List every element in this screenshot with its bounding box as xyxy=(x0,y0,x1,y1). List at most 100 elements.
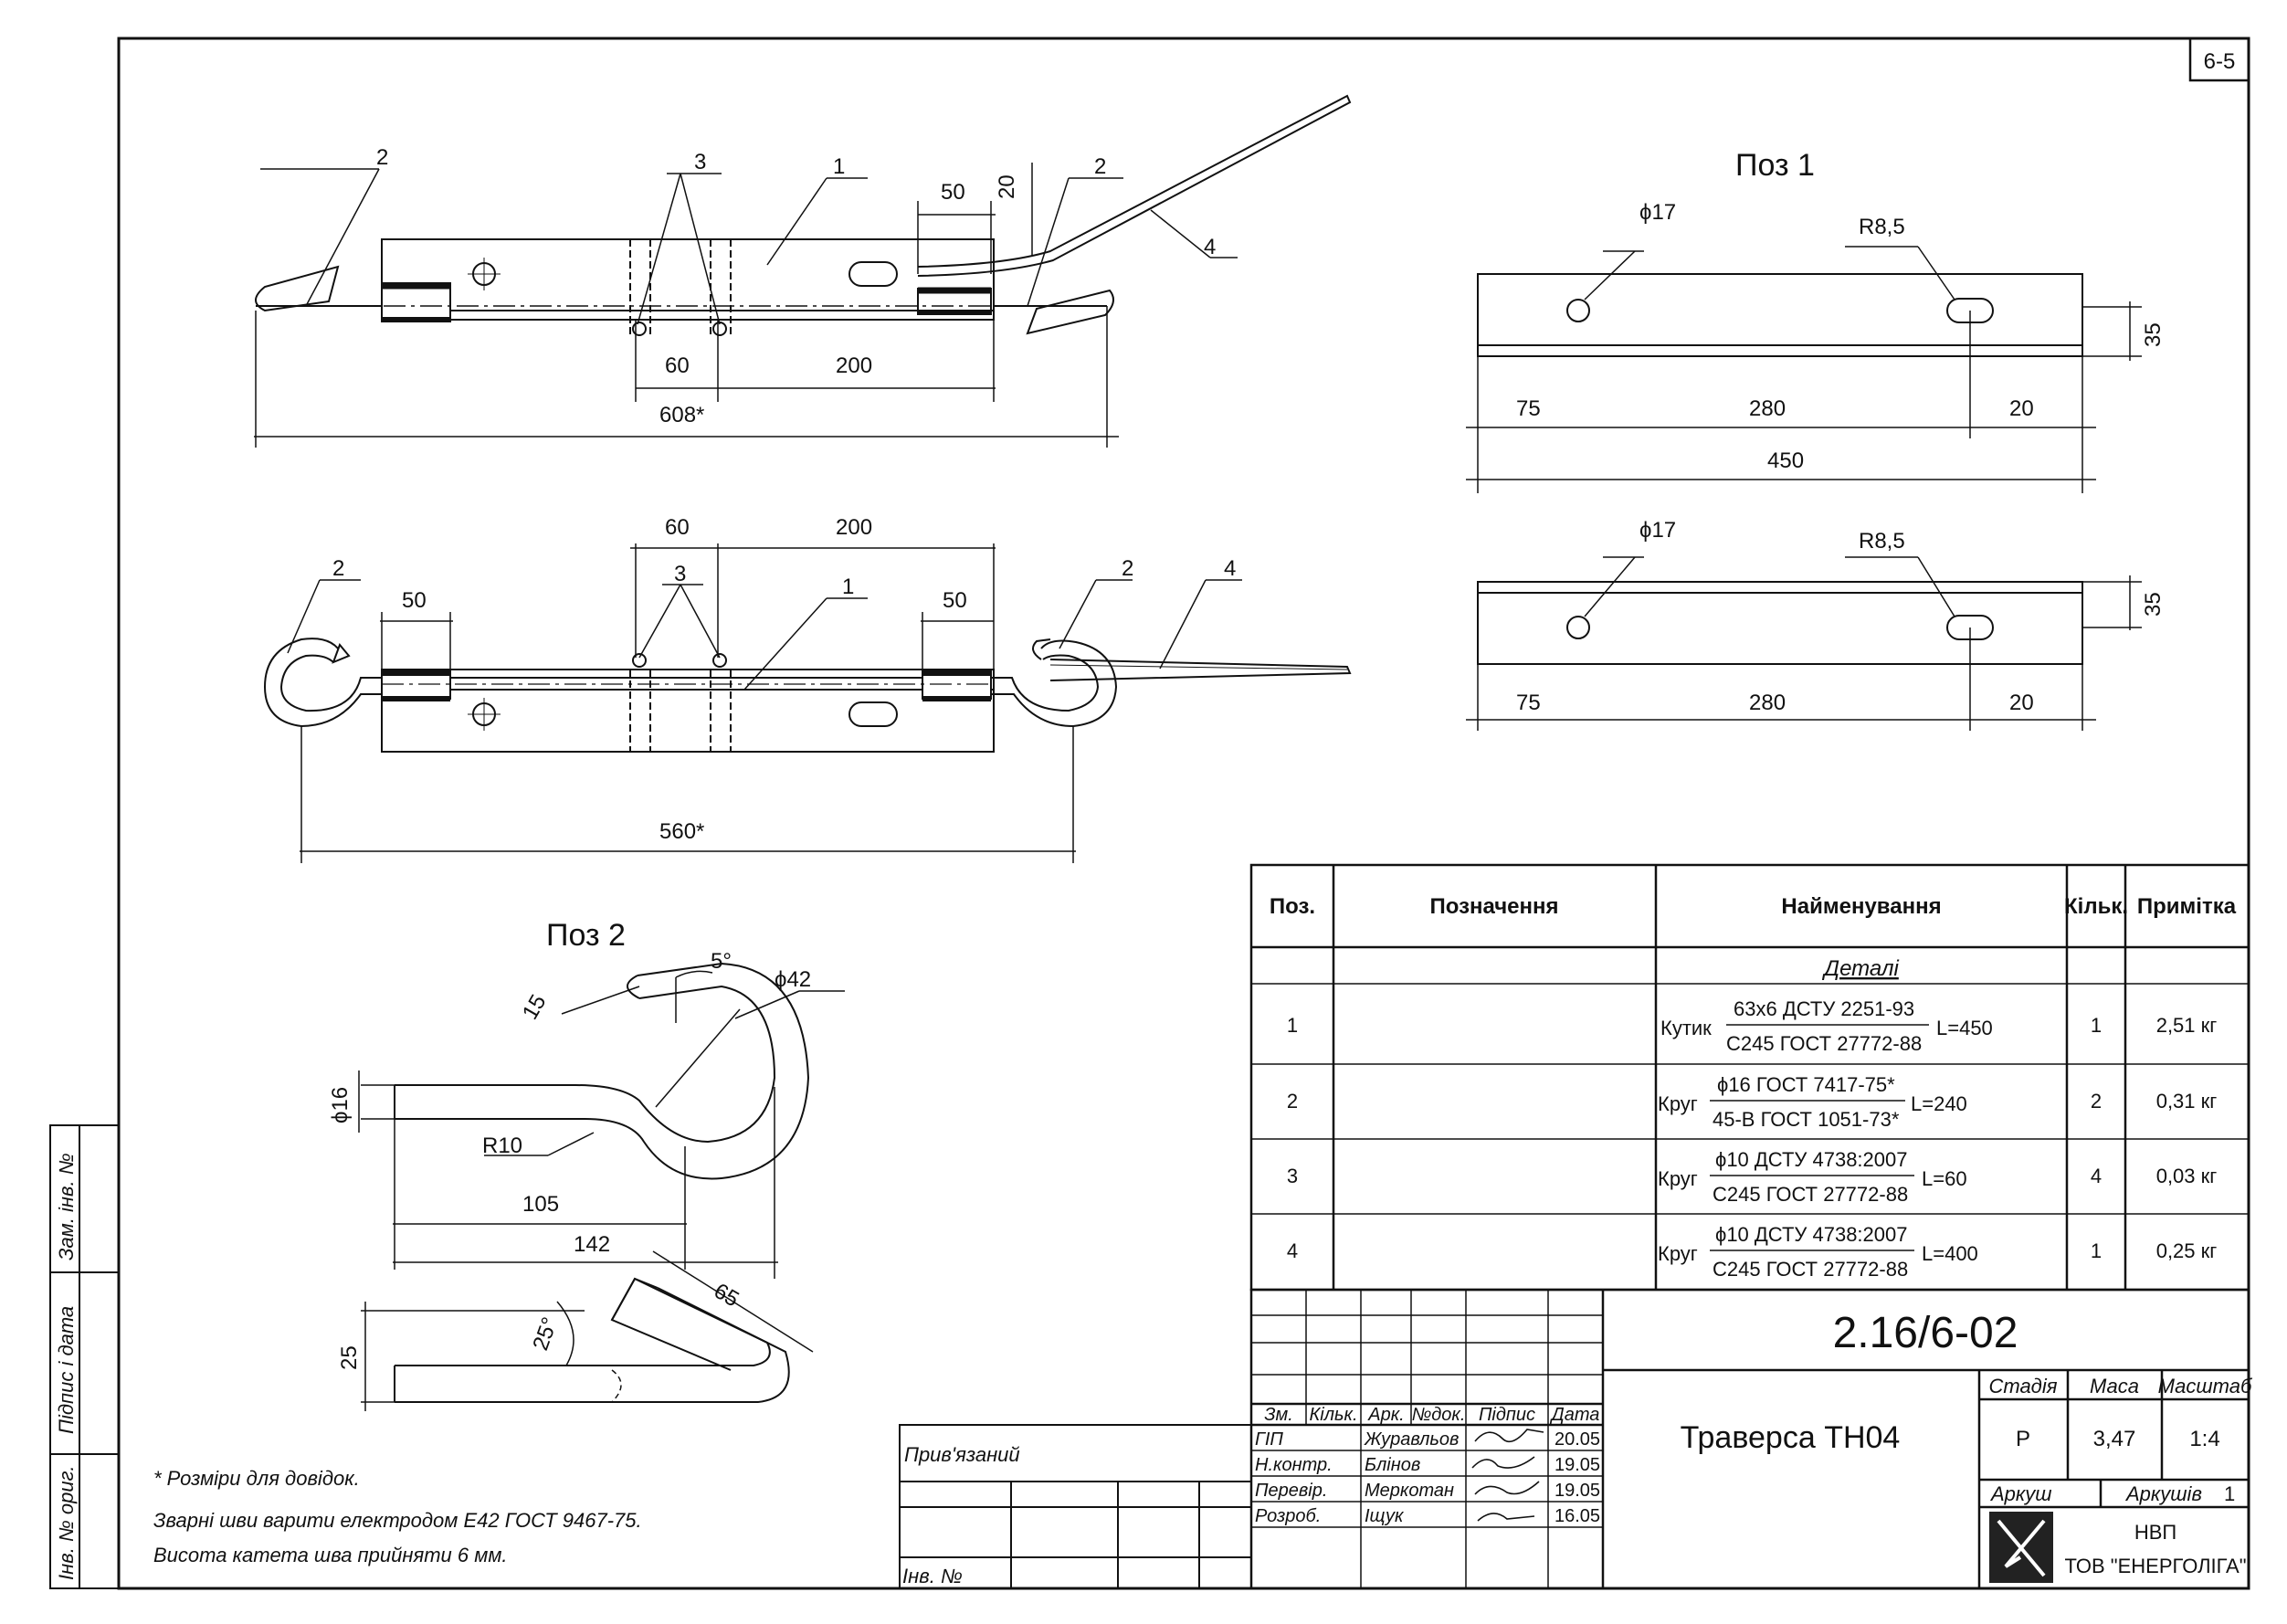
slot-label: R8,5 xyxy=(1859,215,1905,239)
dim-280: 280 xyxy=(1749,396,1786,421)
role-gip: ГІП xyxy=(1255,1429,1283,1450)
drawing-name: Траверса ТН04 xyxy=(1681,1420,1901,1455)
col-pidpys: Підпис xyxy=(1479,1405,1535,1425)
view-top-dims xyxy=(254,163,1238,448)
notes: * Розміри для довідок. Зварні шви варити… xyxy=(153,1467,642,1566)
dim-50-left: 50 xyxy=(402,588,427,613)
inv-label: Інв. № xyxy=(902,1565,963,1587)
org-line-1: НВП xyxy=(2134,1521,2176,1544)
note-1: * Розміри для довідок. xyxy=(153,1467,360,1490)
dim-25: 25 xyxy=(337,1345,362,1370)
row-prefix: Круг xyxy=(1658,1092,1698,1115)
dim-d16: ϕ16 xyxy=(328,1087,353,1123)
dim-450: 450 xyxy=(1767,448,1804,473)
row-qty: 1 xyxy=(2091,1239,2102,1262)
dim-200: 200 xyxy=(836,515,872,540)
table-row: 2 Круг ϕ16 ГОСТ 7417-75* 45-В ГОСТ 1051-… xyxy=(1287,1073,2217,1131)
table-row: 4 Круг ϕ10 ДСТУ 4738:2007 С245 ГОСТ 2777… xyxy=(1287,1223,2217,1281)
row-len: L=240 xyxy=(1911,1092,1967,1115)
row-qty: 2 xyxy=(2091,1090,2102,1113)
spec-header-note: Примітка xyxy=(2137,894,2237,919)
title-block: 2.16/6-02 Траверса ТН04 Стадія Маса Масш… xyxy=(1264,1309,2253,1577)
linked-block xyxy=(899,1424,1252,1589)
poz2-view-a xyxy=(358,962,845,1279)
name-rozrob: Іщук xyxy=(1365,1506,1405,1526)
row-prefix: Кутик xyxy=(1660,1017,1712,1039)
scale-value: 1:4 xyxy=(2189,1427,2219,1451)
callout-1: 1 xyxy=(842,575,854,599)
col-zm: Зм. xyxy=(1264,1405,1293,1425)
date-rozrob: 16.05 xyxy=(1555,1506,1600,1526)
dim-75: 75 xyxy=(1516,691,1541,715)
callout-1: 1 xyxy=(833,154,845,179)
poz2-view-b-labels: 25 25° 65 xyxy=(337,1279,743,1370)
dim-d42: ϕ42 xyxy=(775,967,811,992)
dim-35: 35 xyxy=(2141,322,2166,347)
signature-perevir xyxy=(1474,1481,1540,1495)
row-pos: 4 xyxy=(1287,1239,1298,1262)
callout-4: 4 xyxy=(1204,235,1216,259)
role-perevir: Перевір. xyxy=(1255,1481,1327,1501)
poz2-view-b xyxy=(361,1250,814,1411)
view-bottom xyxy=(263,638,1352,753)
row-qty: 1 xyxy=(2091,1014,2102,1037)
stage-header: Стадія xyxy=(1988,1375,2057,1397)
name-gip: Журавльов xyxy=(1364,1429,1460,1450)
dim-20: 20 xyxy=(2009,691,2034,715)
radius-10: R10 xyxy=(482,1134,522,1158)
row-pos: 3 xyxy=(1287,1165,1298,1187)
callout-3: 3 xyxy=(694,150,706,174)
linked-label: Прив'язаний xyxy=(904,1443,1020,1466)
view-top-labels: 2 3 1 2 4 50 20 60 200 608* xyxy=(376,145,1216,427)
row-top: 63х6 ДСТУ 2251-93 xyxy=(1734,997,1914,1020)
spec-header-name: Найменування xyxy=(1781,894,1941,919)
dim-65: 65 xyxy=(710,1279,743,1313)
dim-60: 60 xyxy=(665,515,690,540)
spec-header-qty: Кільк. xyxy=(2064,894,2128,919)
col-ark: Арк. xyxy=(1367,1405,1404,1425)
view-bottom-labels: 2 3 1 2 4 60 200 50 50 560* xyxy=(332,515,1236,844)
spec-table-rowlines xyxy=(1251,983,2249,1215)
people-rows: ГІП Журавльов 20.05 Н.контр. Блінов 19.0… xyxy=(1255,1429,1600,1526)
row-prefix: Круг xyxy=(1658,1242,1698,1265)
row-note: 0,03 кг xyxy=(2156,1165,2218,1187)
org-line-2: ТОВ "ЕНЕРГОЛІГА" xyxy=(2064,1555,2246,1577)
row-pos: 2 xyxy=(1287,1090,1298,1113)
dim-20: 20 xyxy=(2009,396,2034,421)
table-row: 1 Кутик 63х6 ДСТУ 2251-93 С245 ГОСТ 2777… xyxy=(1287,997,2217,1055)
row-bottom: С245 ГОСТ 27772-88 xyxy=(1713,1183,1908,1206)
signature-nkontr xyxy=(1471,1456,1535,1469)
row-pos: 1 xyxy=(1287,1014,1298,1037)
spec-table: Поз. Позначення Найменування Кільк. Прим… xyxy=(1270,894,2237,981)
dim-75: 75 xyxy=(1516,396,1541,421)
callout-2-right: 2 xyxy=(1122,556,1133,581)
sheet-number: 6-5 xyxy=(2204,49,2236,74)
name-perevir: Меркотан xyxy=(1365,1481,1454,1501)
side-label-zam: Зам. інв. № xyxy=(55,1153,78,1260)
hole-label: ϕ17 xyxy=(1639,200,1676,225)
sheet-number-box xyxy=(2188,37,2250,82)
poz1-view-b-labels: ϕ17 R8,5 35 75 280 20 xyxy=(1516,518,2166,715)
scale-header: Масштаб xyxy=(2158,1375,2253,1397)
poz2-title: Поз 2 xyxy=(546,918,626,953)
date-perevir: 19.05 xyxy=(1555,1481,1600,1501)
signature-rozrob xyxy=(1477,1513,1535,1522)
callout-4: 4 xyxy=(1224,556,1236,581)
hole-label: ϕ17 xyxy=(1639,518,1676,543)
callout-2-left: 2 xyxy=(376,145,388,170)
table-row: 3 Круг ϕ10 ДСТУ 4738:2007 С245 ГОСТ 2777… xyxy=(1287,1148,2217,1206)
dim-280: 280 xyxy=(1749,691,1786,715)
dim-15: 15 xyxy=(518,990,552,1024)
side-label-pidpys: Підпис і дата xyxy=(55,1306,78,1434)
row-len: L=400 xyxy=(1922,1242,1978,1265)
role-rozrob: Розроб. xyxy=(1255,1506,1321,1526)
dim-105: 105 xyxy=(522,1192,559,1217)
spec-rows: 1 Кутик 63х6 ДСТУ 2251-93 С245 ГОСТ 2777… xyxy=(1287,997,2217,1281)
callout-2-left: 2 xyxy=(332,556,344,581)
row-qty: 4 xyxy=(2091,1165,2102,1187)
signatures xyxy=(1471,1429,1544,1522)
dim-20: 20 xyxy=(995,174,1019,199)
stage-value: Р xyxy=(2016,1427,2030,1451)
poz1-view-a xyxy=(1466,246,2142,493)
date-nkontr: 19.05 xyxy=(1555,1455,1600,1475)
